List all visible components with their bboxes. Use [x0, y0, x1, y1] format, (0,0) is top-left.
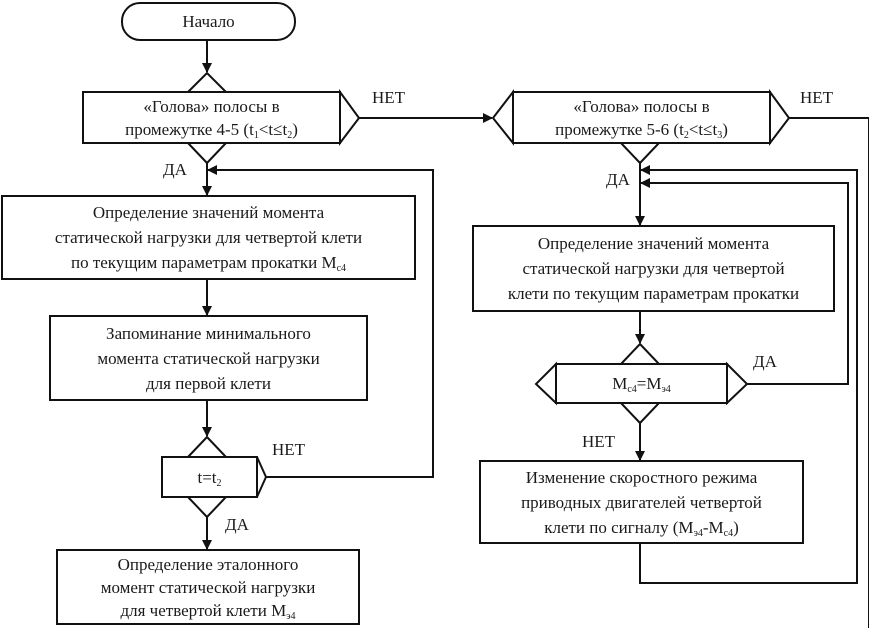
start-terminal: Начало — [122, 3, 295, 40]
decision2-shape — [491, 88, 791, 165]
box-remember-min-line2: момента статической нагрузки — [97, 348, 320, 368]
box-static-moment-right-line2: статической нагрузки для четвертой — [522, 259, 785, 278]
box1-shape — [1, 195, 416, 280]
box-remember-min: Запоминание минимального момента статиче… — [50, 316, 367, 400]
box2-shape — [49, 315, 368, 401]
box-reference-moment-line3: для четвертой клети Mэ4 — [120, 600, 296, 622]
arrow-speed-loop — [639, 165, 858, 584]
box-speed-change-line2: приводных двигателей четвертой — [521, 492, 762, 512]
box-reference-moment: Определение эталонного момент статическо… — [57, 550, 359, 624]
box-speed-change: Изменение скоростного режима приводных д… — [480, 461, 803, 543]
decision-t-eq-t2-yes-label: ДА — [225, 515, 249, 534]
decision-head-5-6-yes-label: ДА — [606, 170, 630, 189]
arrow-mc4-yes-loop — [640, 178, 849, 385]
decision-mc4-shape — [534, 342, 749, 425]
decision-head-4-5-no-label: НЕТ — [372, 88, 406, 107]
decision-mc4-yes-label: ДА — [753, 352, 777, 371]
decision-head-5-6-no-label: НЕТ — [800, 88, 834, 107]
box-reference-moment-line2: момент статической нагрузки — [100, 577, 316, 597]
box-reference-moment-line1: Определение эталонного — [117, 554, 299, 574]
box-static-moment-current-line2: статической нагрузки для четвертой клети — [54, 228, 363, 247]
decision-mc4-eq-me4-text: Mс4=Mэ4 — [612, 374, 671, 395]
speed-box-shape — [479, 460, 804, 544]
decision-head-5-6-line2: промежутке 5-6 (t2<t≤t3) — [555, 119, 728, 141]
arrow-t-eq-t2-no-loop — [207, 165, 434, 478]
right-box1-shape — [472, 225, 835, 312]
box-static-moment-current-line3: по текущим параметрам прокатки Mс4 — [70, 253, 347, 274]
decision-head-4-5: «Голова» полосы в промежутке 4-5 (t1<t≤t… — [83, 92, 340, 143]
decision-head-4-5-line2: промежутке 4-5 (t1<t≤t2) — [125, 119, 298, 141]
decision-mc4-eq-me4: Mс4=Mэ4 — [556, 364, 727, 403]
box-static-moment-right-line3: клети по текущим параметрам прокатки — [507, 284, 800, 303]
box-static-moment-current: Определение значений момента статической… — [2, 196, 415, 279]
box-static-moment-right: Определение значений момента статической… — [473, 226, 834, 311]
decision-t-eq-t2-shape — [161, 435, 268, 519]
decision-head-4-5-yes-label: ДА — [163, 160, 187, 179]
box-remember-min-line1: Запоминание минимального — [106, 323, 311, 343]
start-terminal-shape — [121, 2, 296, 41]
box-static-moment-right-line1: Определение значений момента — [537, 234, 770, 253]
box-speed-change-line1: Изменение скоростного режима — [525, 467, 758, 487]
arrow-decision2-no — [789, 117, 869, 628]
decision-head-4-5-line1: «Голова» полосы в — [143, 96, 280, 116]
box-static-moment-current-line1: Определение значений момента — [92, 203, 325, 222]
box-remember-min-line3: для первой клети — [146, 373, 271, 393]
decision1-shape — [82, 71, 361, 165]
decision-mc4-no-label: НЕТ — [582, 432, 616, 451]
decision-t-eq-t2-no-label: НЕТ — [272, 440, 306, 459]
decision-t-eq-t2-text: t=t2 — [197, 467, 222, 489]
decision-t-eq-t2: t=t2 — [162, 457, 257, 497]
start-label: Начало — [182, 12, 235, 31]
decision-head-5-6: «Голова» полосы в промежутке 5-6 (t2<t≤t… — [513, 92, 770, 143]
box-reference-shape — [56, 549, 360, 625]
box-speed-change-line3: клети по сигналу (Mэ4-Mс4) — [544, 517, 739, 539]
decision-head-5-6-line1: «Голова» полосы в — [573, 96, 710, 116]
